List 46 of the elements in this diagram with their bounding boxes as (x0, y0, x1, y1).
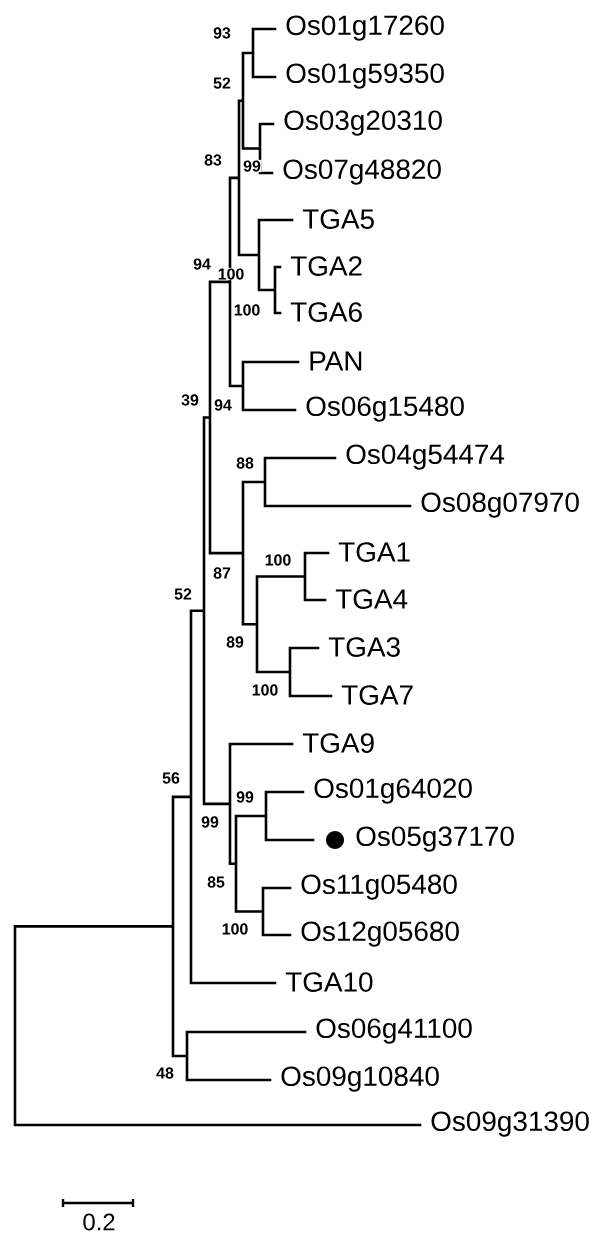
scale-label: 0.2 (83, 1213, 115, 1231)
leaf-label: TGA9 (302, 733, 374, 753)
leaf-label: Os05g37170 (356, 826, 514, 852)
bootstrap-value: 100 (264, 553, 292, 567)
leaf-label: TGA10 (285, 972, 373, 992)
leaf-label: Os01g17260 (286, 15, 444, 41)
leaf-label: TGA4 (335, 589, 408, 609)
bootstrap-value: 100 (221, 922, 249, 936)
leaf-label: TGA6 (290, 302, 362, 322)
leaf-label: TGA7 (341, 685, 413, 705)
leaf-label: Os09g10840 (281, 1066, 439, 1092)
bootstrap-value: 52 (173, 587, 193, 601)
leaf-label: PAN (310, 351, 362, 371)
bootstrap-value: 100 (233, 303, 261, 317)
leaf-label: Os09g31390 (431, 1111, 589, 1137)
leaf-label: Os11g05480 (301, 874, 457, 900)
leaf-label: Os01g59350 (286, 63, 444, 89)
bootstrap-value: 99 (242, 159, 262, 173)
leaf-label: Os06g41100 (316, 1018, 472, 1044)
leaf-label: Os06g15480 (306, 396, 464, 422)
bootstrap-value: 94 (192, 257, 212, 271)
leaf-label: Os08g07970 (421, 492, 579, 518)
leaf-label: TGA3 (328, 637, 400, 657)
leaf-label: Os01g64020 (314, 778, 472, 804)
bootstrap-value: 52 (212, 76, 232, 90)
bootstrap-value: 89 (225, 635, 245, 649)
bootstrap-value: 39 (180, 393, 200, 407)
bootstrap-value: 56 (161, 771, 181, 785)
bootstrap-value: 94 (213, 398, 233, 412)
bootstrap-value: 83 (203, 153, 223, 167)
leaf-label: Os07g48820 (283, 159, 441, 185)
bootstrap-value: 93 (212, 26, 232, 40)
leaf-label: TGA1 (338, 542, 410, 562)
bootstrap-value: 87 (212, 566, 232, 580)
leaf-label: Os03g20310 (284, 110, 442, 136)
leaf-label: TGA2 (290, 256, 362, 276)
leaf-label: TGA5 (302, 209, 374, 229)
bootstrap-value: 85 (206, 875, 226, 889)
bootstrap-value: 99 (235, 790, 255, 804)
bootstrap-value: 48 (155, 1066, 175, 1080)
bootstrap-value: 100 (251, 683, 279, 697)
leaf-label: Os04g54474 (346, 444, 505, 470)
leaf-label: Os12g05680 (301, 921, 459, 947)
bootstrap-value: 88 (235, 456, 255, 470)
bootstrap-value: 99 (200, 815, 220, 829)
bootstrap-value: 100 (217, 267, 245, 281)
